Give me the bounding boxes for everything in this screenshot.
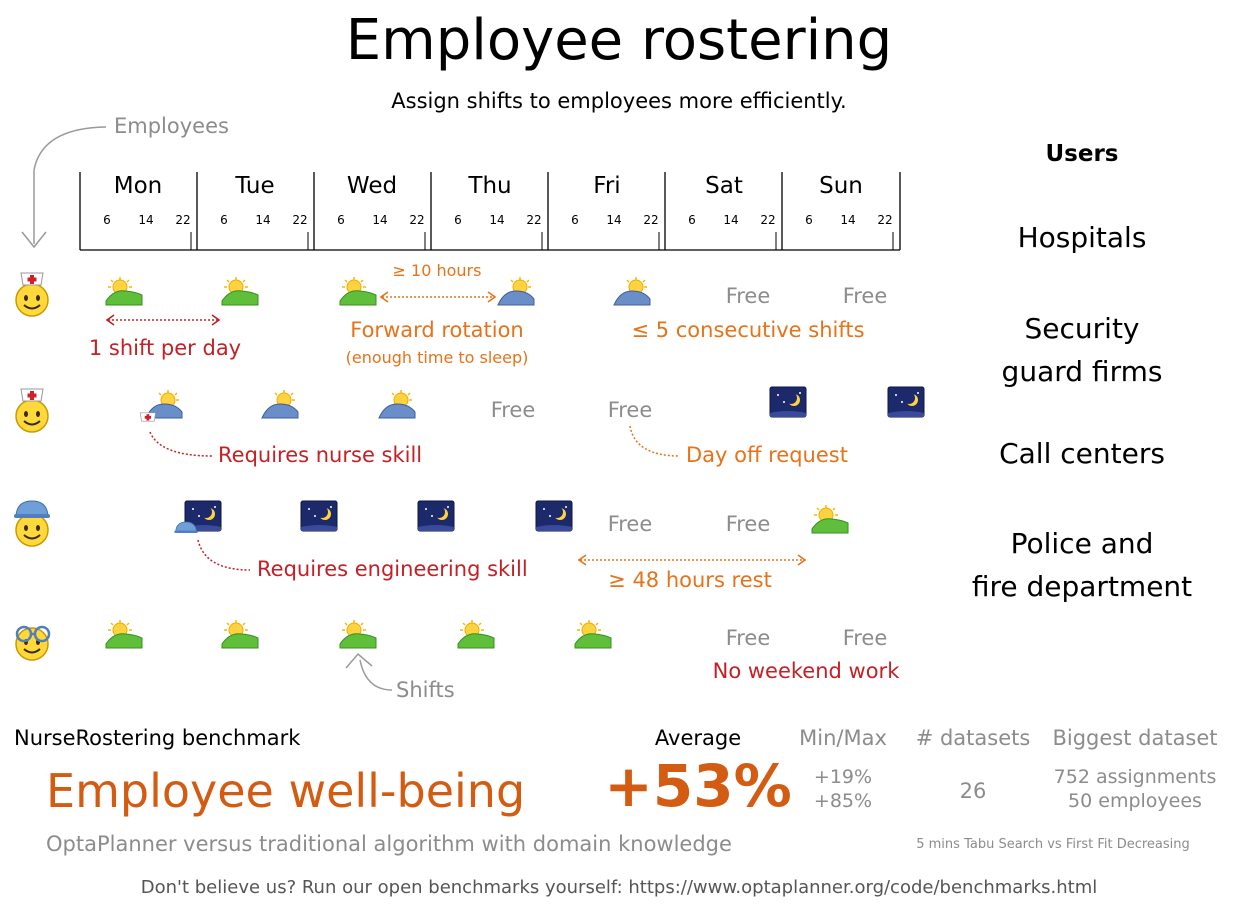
constraint-engineering-skill: Requires engineering skill xyxy=(257,557,528,581)
free-label: Free xyxy=(490,398,536,422)
night-shift-icon xyxy=(300,500,338,532)
hour-tick-label: 14 xyxy=(840,213,856,227)
user-police-fire: Police and fire department xyxy=(971,527,1193,603)
biggest-assignments: 752 assignments xyxy=(1053,766,1217,788)
night-shift-icon xyxy=(887,386,925,418)
hour-tick-label: 22 xyxy=(526,213,542,227)
day-label-mon: Mon xyxy=(113,173,163,199)
benchmark-headline: Employee well-being xyxy=(46,764,526,818)
hour-tick-label: 14 xyxy=(255,213,271,227)
day-shift-icon xyxy=(221,619,259,649)
hour-tick-label: 22 xyxy=(877,213,893,227)
day-label-sun: Sun xyxy=(819,173,863,199)
biggest-employees: 50 employees xyxy=(1068,790,1202,812)
free-label: Free xyxy=(725,284,771,308)
day-label-wed: Wed xyxy=(346,173,398,199)
hour-tick-label: 6 xyxy=(571,213,579,227)
minmax-label: Min/Max xyxy=(799,726,887,750)
employee-1-nurse-icon xyxy=(15,283,49,317)
day-shift-icon xyxy=(811,504,849,534)
free-label: Free xyxy=(607,398,653,422)
benchmark-name: NurseRostering benchmark xyxy=(14,726,301,750)
user-call-centers: Call centers xyxy=(999,437,1165,470)
day-shift-icon xyxy=(339,619,377,649)
day-shift-icon xyxy=(221,276,259,306)
day-shift-icon xyxy=(339,276,377,306)
hour-tick-label: 22 xyxy=(175,213,191,227)
free-label: Free xyxy=(607,512,653,536)
employee-2-nurse-icon xyxy=(15,399,49,433)
constraint-forward-rotation: Forward rotation xyxy=(350,318,524,342)
footer-benchmarks-link[interactable]: Don't believe us? Run our open benchmark… xyxy=(140,877,1098,898)
day-label-thu: Thu xyxy=(468,173,512,199)
day-shift-icon xyxy=(457,619,495,649)
hour-tick-label: 14 xyxy=(723,213,739,227)
employees-label: Employees xyxy=(114,114,229,138)
benchmark-comparison: OptaPlanner versus traditional algorithm… xyxy=(46,832,732,856)
average-label: Average xyxy=(654,726,742,750)
hour-tick-label: 6 xyxy=(454,213,462,227)
hour-tick-label: 6 xyxy=(805,213,813,227)
datasets-label: # datasets xyxy=(915,726,1031,750)
page-title: Employee rostering xyxy=(345,8,893,73)
day-label-fri: Fri xyxy=(593,173,621,199)
hour-tick-label: 6 xyxy=(103,213,111,227)
night-shift-icon xyxy=(417,500,455,532)
constraint-no-weekend: No weekend work xyxy=(712,659,900,683)
shifts-label: Shifts xyxy=(396,678,455,702)
user-security-guard-firms: Security guard firms xyxy=(1001,312,1163,388)
employee-3-engineer-icon xyxy=(15,513,49,547)
constraint-one-shift-per-day: 1 shift per day xyxy=(88,336,242,360)
mid-shift-icon xyxy=(497,276,535,306)
hour-tick-label: 14 xyxy=(489,213,505,227)
hour-tick-label: 22 xyxy=(409,213,425,227)
hour-tick-label: 14 xyxy=(606,213,622,227)
nurse-skill-icon xyxy=(139,412,156,422)
free-label: Free xyxy=(725,512,771,536)
constraint-enough-sleep: (enough time to sleep) xyxy=(345,348,529,367)
hour-tick-label: 22 xyxy=(643,213,659,227)
day-shift-icon xyxy=(105,619,143,649)
free-label: Free xyxy=(842,626,888,650)
day-label-sat: Sat xyxy=(705,173,743,199)
day-shift-icon xyxy=(574,619,612,649)
hour-tick-label: 22 xyxy=(760,213,776,227)
datasets-value: 26 xyxy=(959,779,987,803)
free-label: Free xyxy=(725,626,771,650)
hour-tick-label: 6 xyxy=(688,213,696,227)
min-value: +19% xyxy=(813,766,873,788)
page-subtitle: Assign shifts to employees more efficien… xyxy=(391,89,847,113)
benchmark-method: 5 mins Tabu Search vs First Fit Decreasi… xyxy=(916,837,1190,852)
mid-shift-icon xyxy=(378,389,416,419)
max-value: +85% xyxy=(813,790,873,812)
hour-tick-label: 14 xyxy=(138,213,154,227)
hour-tick-label: 6 xyxy=(337,213,345,227)
biggest-label: Biggest dataset xyxy=(1052,726,1218,750)
day-shift-icon xyxy=(105,276,143,306)
user-hospitals: Hospitals xyxy=(1017,221,1147,254)
constraint-rest-48: ≥ 48 hours rest xyxy=(608,568,772,592)
mid-shift-icon xyxy=(261,389,299,419)
constraint-min-hours: ≥ 10 hours xyxy=(392,261,482,280)
users-heading: Users xyxy=(1045,141,1119,167)
timeline-axis xyxy=(79,172,901,251)
constraint-nurse-skill: Requires nurse skill xyxy=(218,443,423,467)
night-shift-icon xyxy=(535,500,573,532)
mid-shift-icon xyxy=(613,276,651,306)
average-value: +53% xyxy=(604,752,792,820)
hour-tick-label: 14 xyxy=(372,213,388,227)
free-label: Free xyxy=(842,284,888,308)
day-label-tue: Tue xyxy=(235,173,275,199)
night-shift-icon xyxy=(769,386,807,418)
hour-tick-label: 6 xyxy=(220,213,228,227)
constraint-day-off: Day off request xyxy=(686,443,848,467)
hour-tick-label: 22 xyxy=(292,213,308,227)
constraint-max-consecutive: ≤ 5 consecutive shifts xyxy=(631,318,865,342)
